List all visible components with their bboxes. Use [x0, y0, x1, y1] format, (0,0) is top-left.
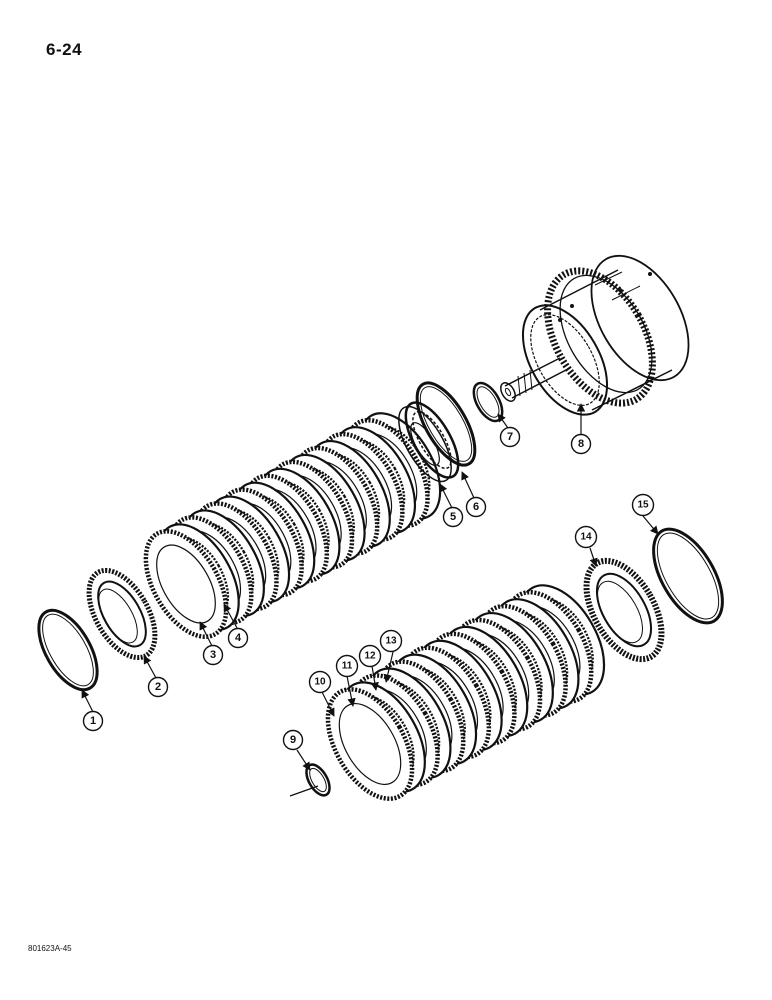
clutch-disc-bore [156, 544, 216, 624]
ring-part-6 [415, 381, 477, 467]
svg-text:2: 2 [155, 681, 161, 693]
callout-11: 11 [335, 654, 359, 678]
page-number: 6-24 [46, 40, 83, 59]
callout-5: 5 [442, 506, 464, 528]
svg-text:11: 11 [342, 661, 353, 672]
callout-13: 13 [379, 629, 403, 653]
svg-text:1: 1 [90, 715, 96, 727]
svg-text:5: 5 [450, 511, 456, 523]
end-plate-part-2 [86, 567, 158, 661]
snap-ring-part-9 [289, 763, 331, 797]
clutch-drum-part-8 [500, 254, 690, 416]
callout-14: 14 [574, 525, 598, 549]
callout-7: 7 [499, 426, 521, 448]
callout-1: 1 [82, 710, 104, 732]
snap-ring-part-15 [652, 527, 724, 625]
callout-12: 12 [358, 644, 382, 668]
svg-text:8: 8 [578, 438, 584, 450]
upper-clutch-disc-stack [143, 412, 442, 639]
callout-4: 4 [227, 627, 249, 649]
svg-text:14: 14 [580, 532, 592, 543]
figure-code: 801623A-45 [28, 944, 72, 953]
clutch-disc [143, 529, 229, 639]
callout-3: 3 [202, 644, 224, 666]
svg-text:7: 7 [507, 431, 513, 443]
bearing-part-5 [398, 401, 460, 483]
callout-6: 6 [465, 496, 487, 518]
svg-text:15: 15 [637, 500, 649, 511]
svg-text:10: 10 [314, 677, 326, 688]
lower-clutch-disc-stack [325, 584, 606, 801]
svg-text:6: 6 [473, 501, 479, 513]
svg-text:3: 3 [210, 649, 216, 661]
callout-10: 10 [308, 670, 332, 694]
snap-ring-part-1 [37, 608, 99, 692]
callout-8: 8 [570, 433, 592, 455]
callout-15: 15 [631, 493, 655, 517]
svg-text:4: 4 [235, 632, 242, 644]
end-plate-part-14 [583, 557, 665, 663]
leader-lines [81, 403, 659, 771]
clutch-disc [325, 687, 415, 801]
svg-text:13: 13 [385, 636, 397, 647]
callout-2: 2 [147, 676, 169, 698]
svg-text:9: 9 [290, 734, 296, 746]
callout-9: 9 [282, 729, 304, 751]
svg-text:12: 12 [364, 651, 376, 662]
callout-balloons: 1 2 3 4 5 6 7 8 9 10 11 12 13 14 15 [82, 426, 655, 751]
